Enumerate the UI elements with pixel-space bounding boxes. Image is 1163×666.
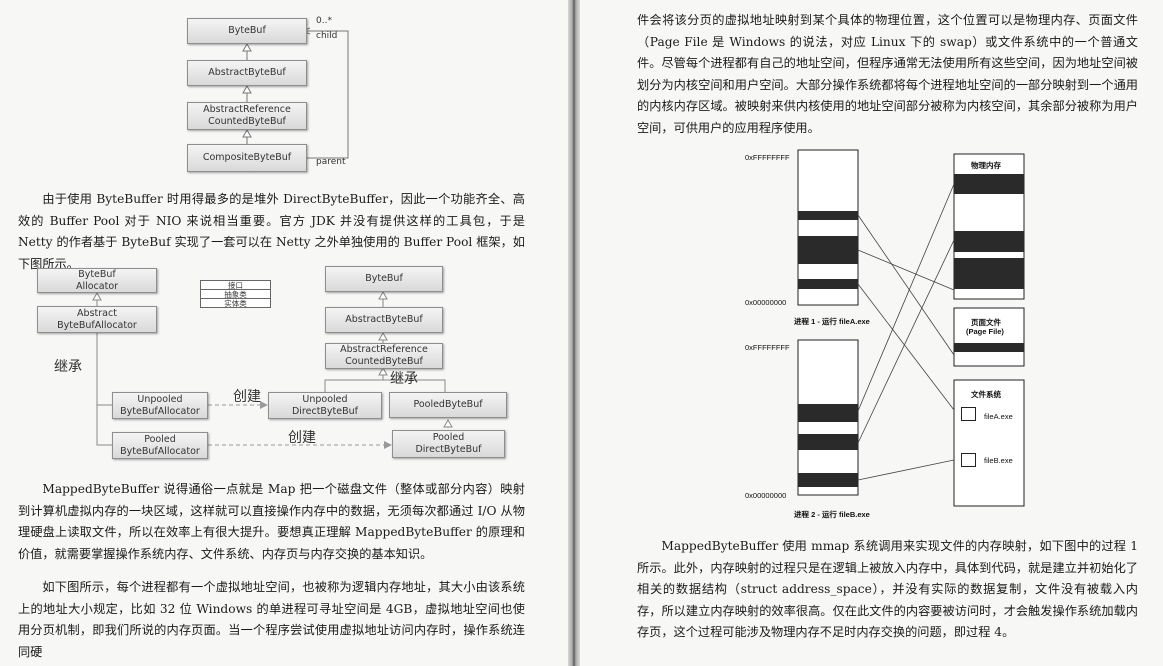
file-b-label: fileB.exe: [984, 456, 1013, 465]
fig2-connectors: [92, 290, 453, 449]
class-abstractbytebuf: AbstractByteBuf: [187, 60, 307, 86]
paragraph-virtual-address: 如下图所示，每个进程都有一个虚拟地址空间，也被称为逻辑内存地址，其大小由该系统上…: [18, 580, 525, 659]
create-label-top: 创建: [233, 389, 261, 405]
page-file-en-label: (Page File): [966, 327, 1004, 336]
file-b-icon: [961, 453, 976, 467]
addr-high-1: 0xFFFFFFFF: [745, 153, 790, 162]
fig3-drawing: [797, 149, 1025, 507]
right-page: 件会将该分页的虚拟地址映射到某个具体的物理位置，这个位置可以是物理内存、页面文件…: [580, 0, 1163, 666]
process-2-label: 进程 2 - 运行 fileB.exe: [794, 510, 870, 519]
paragraph-mmap: MappedByteBuffer 使用 mmap 系统调用来实现文件的内存映射，…: [637, 539, 1138, 639]
pooled-bytebuf-allocator-box: Pooled ByteBufAllocator: [112, 432, 208, 459]
inherit-label-left: 继承: [54, 359, 82, 375]
file-a-label: fileA.exe: [984, 412, 1013, 421]
pooled-bytebuf-box: PooledByteBuf: [389, 392, 507, 418]
page-file-cn-label: 页面文件: [971, 318, 1001, 327]
unpooled-bytebuf-allocator-box: Unpooled ByteBufAllocator: [112, 392, 208, 419]
unpooled-direct-bytebuf-box: Unpooled DirectByteBuf: [268, 392, 382, 419]
file-system-label: 文件系统: [971, 390, 1001, 399]
multiplicity-label: 0..*: [316, 16, 332, 26]
physical-memory-label: 物理内存: [971, 161, 1001, 170]
paragraph-address-space: 件会将该分页的虚拟地址映射到某个具体的物理位置，这个位置可以是物理内存、页面文件…: [637, 13, 1138, 135]
legend-concrete-class: 实体类: [200, 298, 271, 308]
class-abstractreferencecountedbytebuf: AbstractReference CountedByteBuf: [187, 102, 307, 130]
left-page: ByteBuf AbstractByteBuf AbstractReferenc…: [0, 0, 568, 666]
abstract-reference-counted-box: AbstractReference CountedByteBuf: [325, 343, 443, 369]
class-bytebuf: ByteBuf: [187, 18, 307, 44]
addr-low-2: 0x00000000: [745, 491, 787, 500]
paragraph-buffer-pool: 由于使用 ByteBuffer 时用得最多的是堆外 DirectByteBuff…: [18, 192, 525, 271]
file-a-icon: [961, 407, 976, 421]
parent-label: parent: [316, 157, 346, 167]
book-spine: [568, 0, 580, 666]
addr-low-1: 0x00000000: [745, 298, 787, 307]
abstract-bytebuf-allocator-box: Abstract ByteBufAllocator: [37, 306, 157, 333]
bytebuf-allocator-box: ByteBuf Allocator: [37, 268, 157, 293]
create-label-bottom: 创建: [288, 430, 316, 446]
child-label: child: [316, 31, 338, 41]
inherit-label-right: 继承: [390, 371, 418, 387]
pooled-direct-bytebuf-box: Pooled DirectByteBuf: [392, 430, 505, 458]
abstract-bytebuf-box: AbstractByteBuf: [325, 307, 443, 333]
addr-high-2: 0xFFFFFFFF: [745, 343, 790, 352]
class-compositebytebuf: CompositeByteBuf: [187, 144, 307, 172]
paragraph-mappedbytebuffer-intro: MappedByteBuffer 说得通俗一点就是 Map 把一个磁盘文件（整体…: [18, 482, 525, 561]
process-1-label: 进程 1 - 运行 fileA.exe: [794, 317, 870, 326]
bytebuf-box: ByteBuf: [325, 266, 443, 292]
